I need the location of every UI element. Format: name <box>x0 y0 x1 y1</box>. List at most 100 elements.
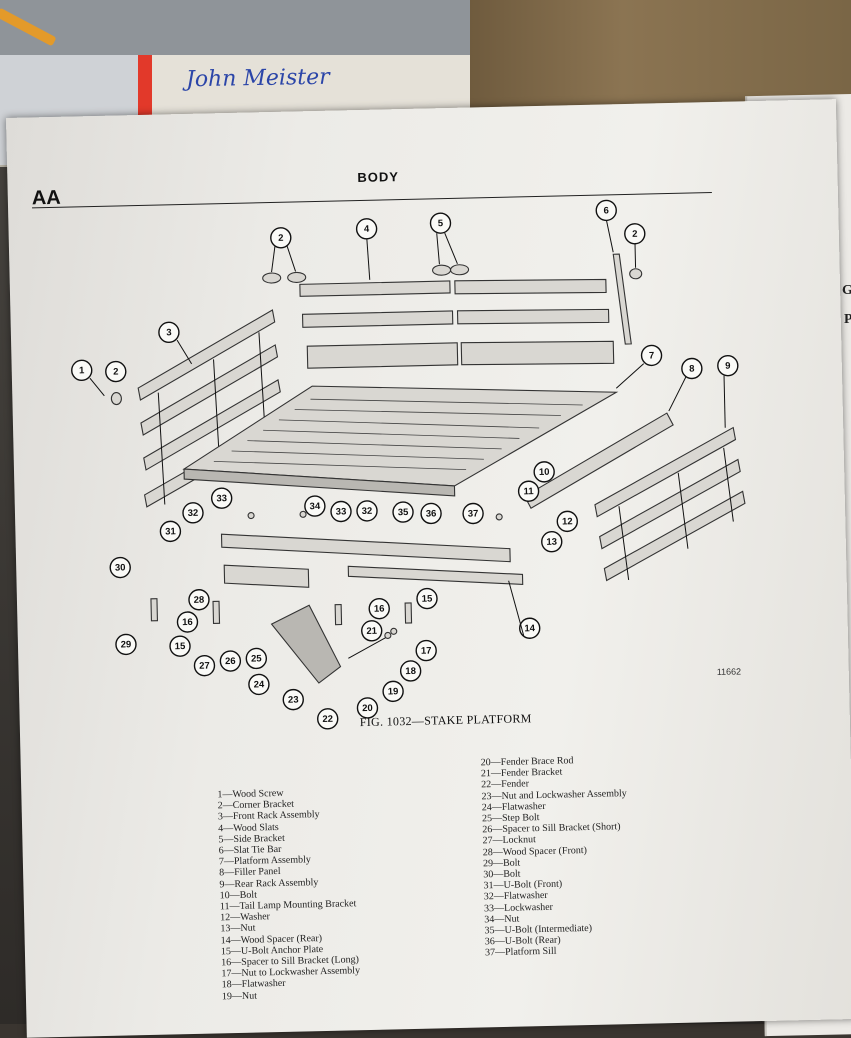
callout-24: 24 <box>248 673 270 696</box>
callout-30: 30 <box>109 556 131 579</box>
svg-text:1: 1 <box>79 365 85 376</box>
svg-text:31: 31 <box>165 526 177 537</box>
svg-text:9: 9 <box>725 361 731 372</box>
callout-31: 31 <box>159 520 182 543</box>
manual-page: AA BODY <box>6 99 851 1038</box>
callout-11: 11 <box>517 480 540 502</box>
svg-text:34: 34 <box>309 501 321 512</box>
svg-text:11: 11 <box>523 486 534 497</box>
svg-text:24: 24 <box>254 679 266 690</box>
callout-13: 13 <box>541 531 563 553</box>
brackets <box>110 264 643 406</box>
svg-text:35: 35 <box>398 507 410 518</box>
callout-2: 2 <box>105 360 127 383</box>
callout-25: 25 <box>245 647 268 670</box>
svg-text:30: 30 <box>115 562 126 573</box>
svg-text:32: 32 <box>188 508 199 519</box>
svg-text:33: 33 <box>336 506 347 517</box>
svg-text:16: 16 <box>374 604 385 615</box>
callout-10: 10 <box>533 461 555 483</box>
svg-text:15: 15 <box>175 641 187 652</box>
svg-text:21: 21 <box>366 626 378 637</box>
svg-text:19: 19 <box>388 686 399 697</box>
svg-text:6: 6 <box>603 205 609 216</box>
callout-7: 7 <box>640 344 663 367</box>
leader-lines <box>89 220 726 637</box>
svg-text:15: 15 <box>422 593 434 604</box>
platform-assembly <box>182 385 619 497</box>
callout-32: 32 <box>356 500 378 522</box>
svg-text:18: 18 <box>405 666 416 677</box>
svg-text:25: 25 <box>251 653 263 664</box>
handwritten-owner-name: John Meister <box>185 64 330 93</box>
callout-9: 9 <box>717 354 739 377</box>
callout-15: 15 <box>416 587 438 610</box>
fender <box>270 604 342 684</box>
svg-text:29: 29 <box>121 639 132 650</box>
grey-folder <box>0 0 470 60</box>
callout-16: 16 <box>176 611 199 633</box>
callout-8: 8 <box>681 357 703 380</box>
callout-5: 5 <box>429 212 452 234</box>
filler-panel <box>523 412 674 509</box>
callout-29: 29 <box>115 633 137 656</box>
drawing-number: 11662 <box>716 666 742 678</box>
svg-text:3: 3 <box>166 327 172 338</box>
svg-text:4: 4 <box>364 224 370 235</box>
callout-19: 19 <box>382 680 404 703</box>
svg-text:37: 37 <box>468 508 479 519</box>
svg-text:27: 27 <box>199 661 210 672</box>
svg-text:14: 14 <box>524 623 536 634</box>
adjacent-page-letter: G <box>842 283 851 298</box>
svg-text:20: 20 <box>362 703 373 714</box>
svg-text:26: 26 <box>225 656 236 667</box>
svg-text:17: 17 <box>421 645 432 656</box>
adjacent-page-letter: P <box>844 312 851 327</box>
svg-text:22: 22 <box>322 714 333 725</box>
svg-text:2: 2 <box>632 229 638 240</box>
callout-6: 6 <box>595 199 617 222</box>
svg-text:7: 7 <box>649 350 655 361</box>
callout-33: 33 <box>330 500 352 523</box>
callout-23: 23 <box>282 688 304 711</box>
rear-rack-assembly <box>594 426 746 582</box>
parts-legend-right: 20—Fender Brace Rod 21—Fender Bracket 22… <box>481 754 631 959</box>
hardware <box>150 510 503 659</box>
svg-text:16: 16 <box>182 617 193 628</box>
callout-34: 34 <box>304 495 326 517</box>
callout-12: 12 <box>556 510 578 533</box>
callout-18: 18 <box>399 660 422 682</box>
callout-26: 26 <box>219 650 242 672</box>
callout-2: 2 <box>270 227 292 249</box>
callout-3: 3 <box>158 321 180 344</box>
callout-27: 27 <box>193 654 216 677</box>
callout-36: 36 <box>420 502 442 525</box>
parts-legend-left: 1—Wood Screw 2—Corner Bracket 3—Front Ra… <box>217 786 360 1002</box>
callout-32: 32 <box>182 502 204 524</box>
svg-text:5: 5 <box>438 218 444 229</box>
svg-text:12: 12 <box>562 516 573 527</box>
svg-text:28: 28 <box>194 595 205 606</box>
svg-text:13: 13 <box>546 537 557 548</box>
svg-text:32: 32 <box>362 506 373 517</box>
callout-20: 20 <box>356 697 379 719</box>
svg-text:33: 33 <box>216 493 227 504</box>
svg-text:2: 2 <box>278 233 284 244</box>
callout-16: 16 <box>368 597 390 620</box>
callout-17: 17 <box>415 639 437 662</box>
slat-tie-bar <box>612 253 632 345</box>
platform-sill <box>220 533 524 588</box>
callout-1: 1 <box>71 359 93 382</box>
svg-text:2: 2 <box>113 367 119 378</box>
svg-text:8: 8 <box>689 363 695 374</box>
callout-35: 35 <box>392 501 414 523</box>
svg-text:23: 23 <box>288 695 299 706</box>
callout-21: 21 <box>361 620 383 642</box>
wood-slats <box>299 278 615 369</box>
svg-text:36: 36 <box>426 508 437 519</box>
callout-4: 4 <box>355 218 378 240</box>
callout-15: 15 <box>169 635 191 657</box>
callout-22: 22 <box>317 708 339 730</box>
exploded-parts-diagram: 1 2 2 2 3 4 5 6 7 8 9 10 11 12 13 14 15 … <box>71 199 746 730</box>
callout-2: 2 <box>624 223 646 245</box>
